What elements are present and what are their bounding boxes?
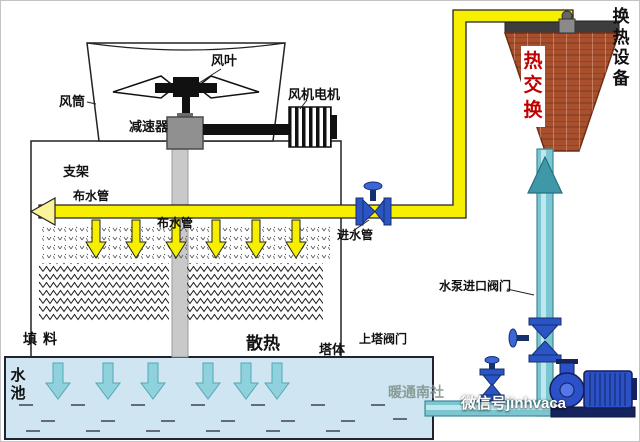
watermark-brand: 暖通南社 — [388, 384, 444, 400]
fan-shaft — [182, 97, 190, 119]
fan-duct-rim — [86, 42, 286, 51]
cold-pipe-up-arrow — [527, 155, 563, 194]
hot-pipe-left-arrow — [29, 196, 56, 227]
inlet-valve — [355, 181, 392, 226]
fan-hub — [173, 77, 199, 97]
watermark-wechat: 微信号jinhvaca — [461, 395, 567, 412]
label-fan-blade: 风叶 — [211, 53, 238, 68]
reducer-box — [166, 116, 204, 150]
leader-lines — [86, 68, 535, 296]
label-heat-exchange-equipment: 换热设备 — [612, 7, 630, 89]
pump-motor-cap — [632, 378, 637, 400]
label-fan-motor: 风机电机 — [288, 87, 341, 102]
pump-volute-eye — [559, 382, 575, 398]
label-heat-dissipation: 散热 — [246, 334, 280, 353]
tower-supply-valve-device — [508, 317, 562, 363]
reducer-cap — [177, 113, 193, 119]
pool-inflow-arrows — [45, 362, 290, 400]
pump-inlet-valve-device — [479, 356, 505, 402]
pump-discharge-flange — [556, 359, 578, 364]
label-tower-supply-valve: 上塔阀门 — [359, 332, 408, 346]
spray-down-arrows — [85, 219, 307, 259]
label-inlet-pipe: 进水管 — [337, 228, 374, 242]
fan-motor-cap — [331, 115, 337, 139]
exchanger-inlet-fitting — [558, 10, 576, 34]
label-support-frame: 支架 — [63, 164, 90, 179]
label-tower-body: 塔体 — [319, 342, 346, 357]
water-pool — [4, 356, 434, 440]
fan-assembly — [86, 42, 337, 150]
cold-pipe-horizontal-highlight — [426, 405, 550, 410]
label-fan-duct: 风筒 — [59, 94, 86, 109]
label-water-pipe-1: 布水管 — [73, 189, 110, 203]
label-fill-material: 填料 — [23, 331, 63, 347]
label-water-pipe-2: 布水管 — [157, 216, 194, 230]
pump-motor-fins — [589, 373, 626, 406]
spray-zone — [41, 223, 333, 259]
hot-water-pipe — [29, 9, 574, 259]
label-reducer: 减速器 — [129, 119, 169, 134]
water-pump — [549, 359, 637, 418]
pool-water-dashes — [19, 404, 407, 432]
drive-bar — [203, 124, 289, 135]
fill-blocks — [39, 263, 323, 321]
label-pump-inlet-valve: 水泵进口阀门 — [439, 279, 512, 293]
label-heat-exchange-core: 热交换 — [521, 46, 546, 127]
label-water-pool: 水池 — [10, 367, 26, 403]
cold-pipe-vertical-highlight — [541, 150, 546, 415]
fan-motor-body — [288, 106, 332, 148]
